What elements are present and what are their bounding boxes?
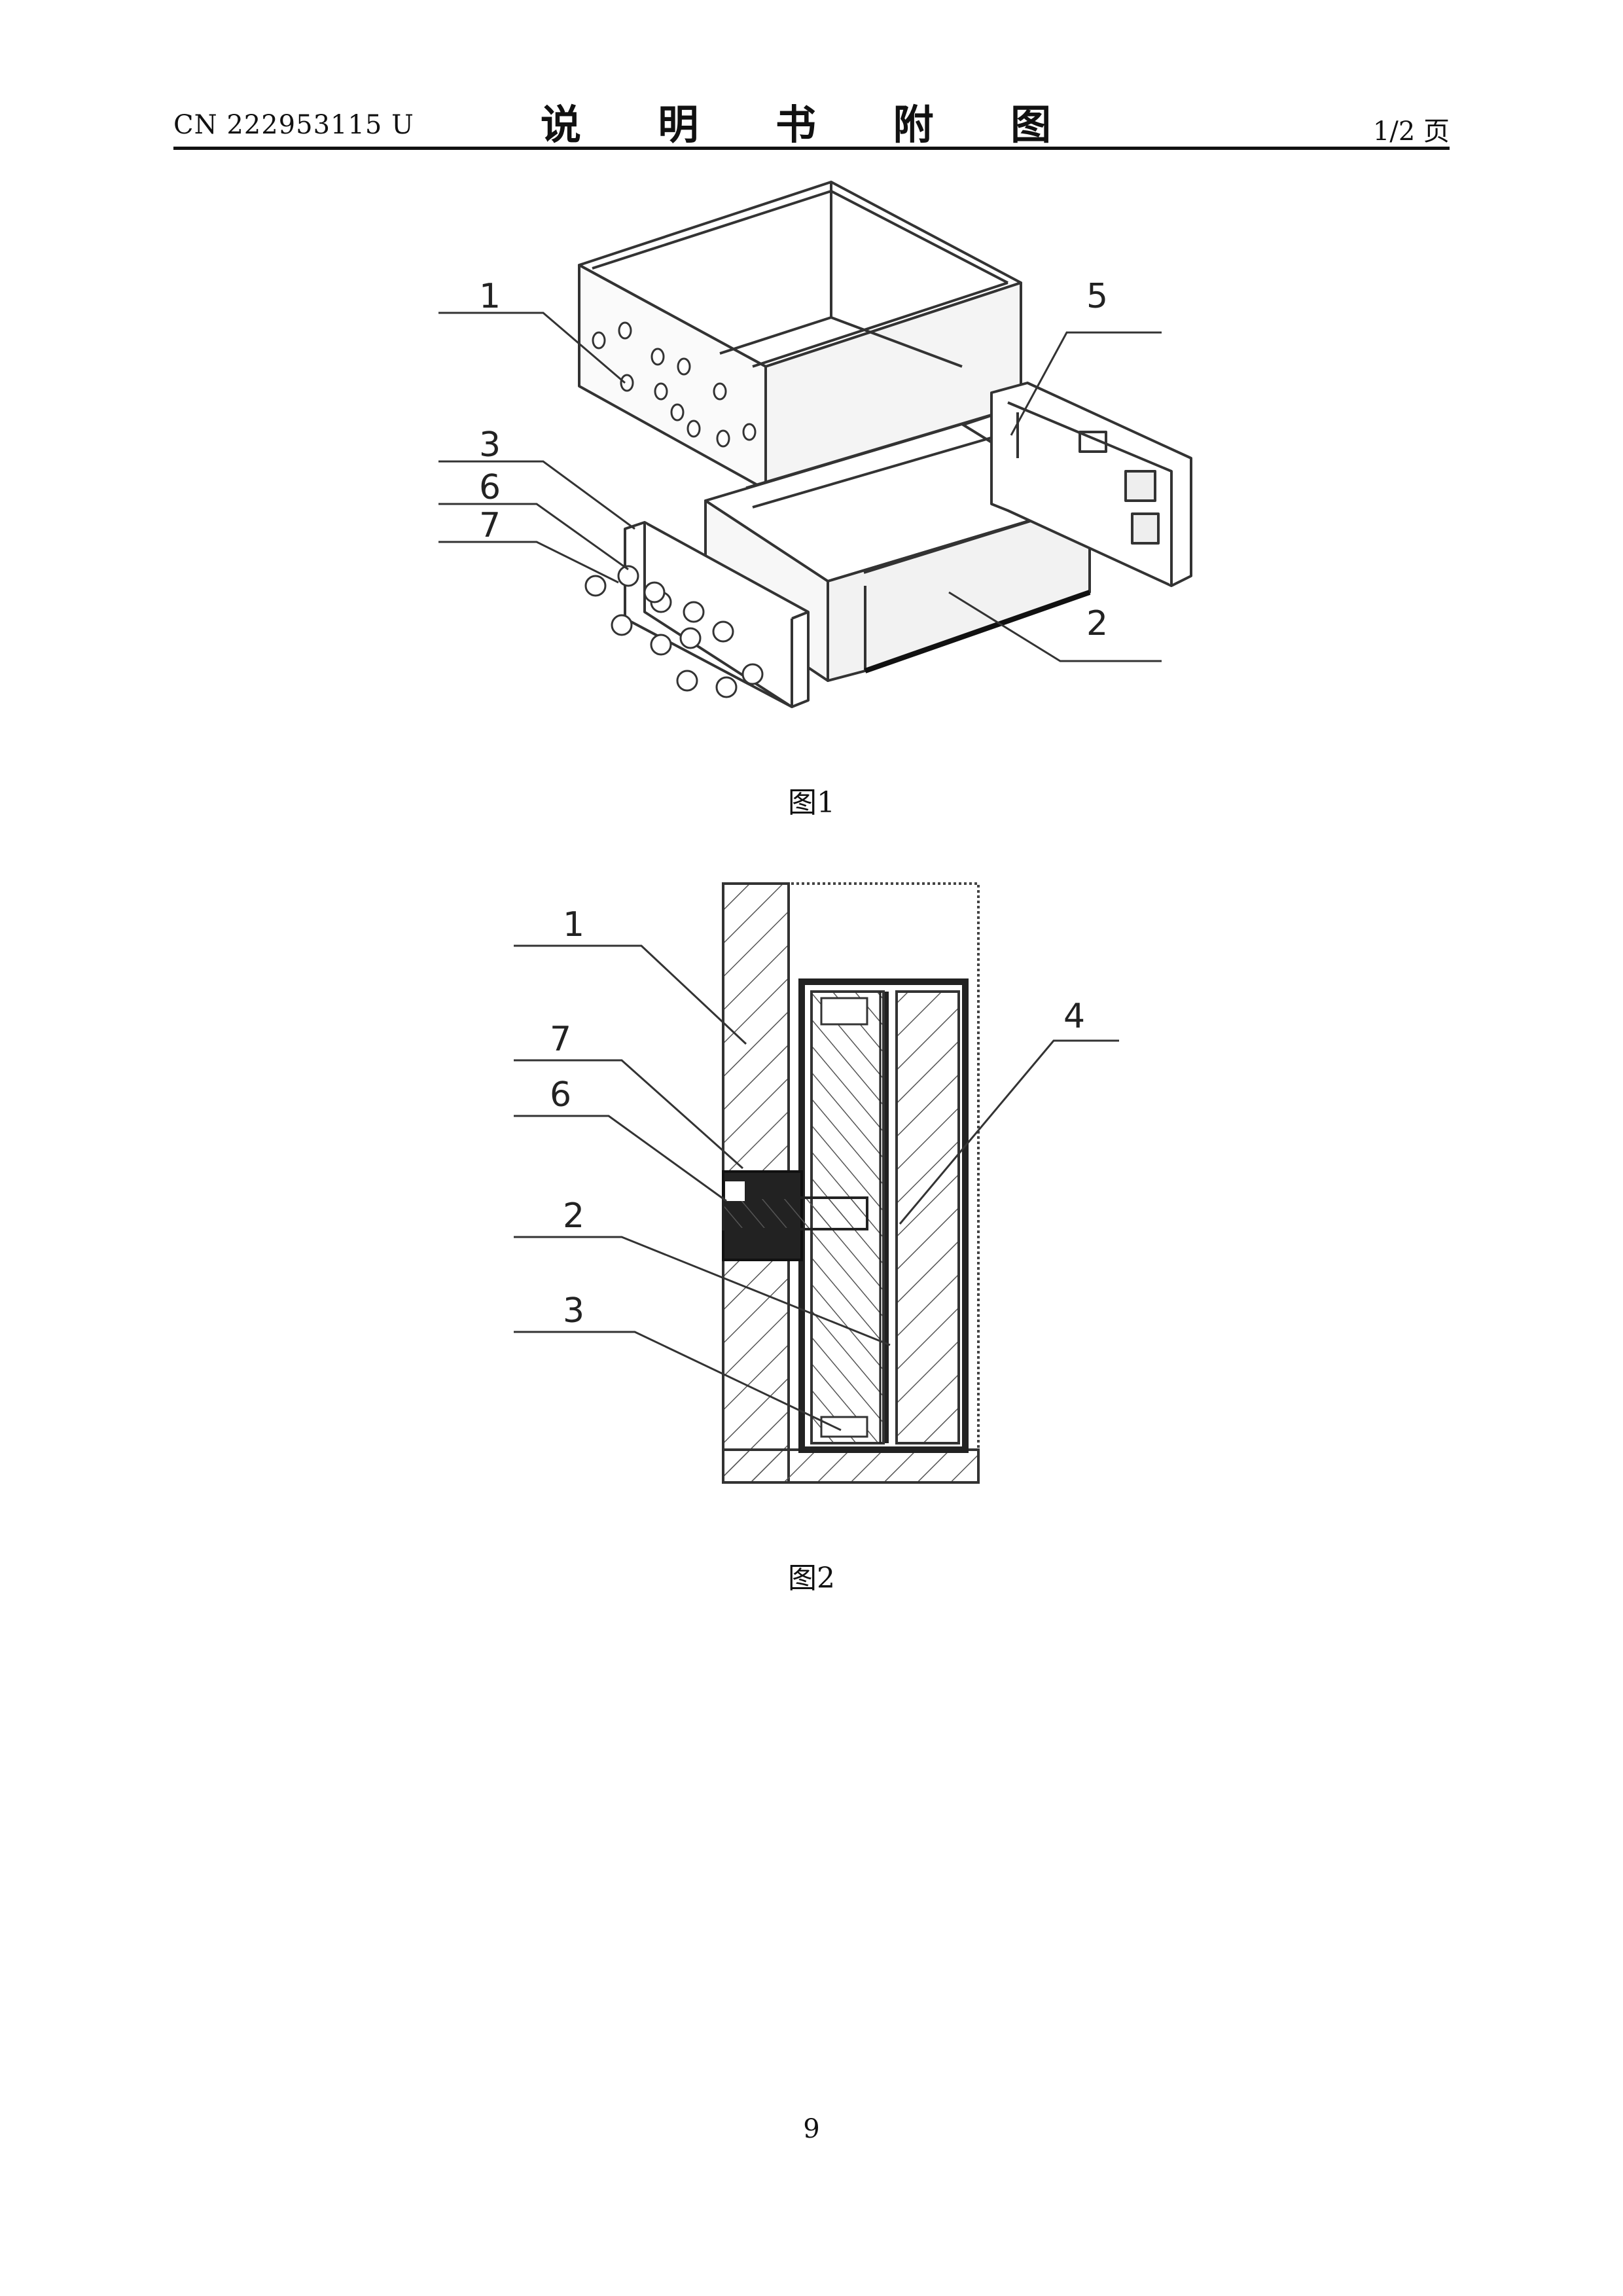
callout-3: 3	[563, 1291, 584, 1331]
callout-4: 4	[1063, 997, 1085, 1036]
figure-2-caption: 图2	[0, 1554, 1623, 1596]
page-number: 9	[0, 2114, 1623, 2144]
callout-7: 7	[550, 1020, 571, 1059]
callout-1: 1	[563, 905, 584, 944]
figure-2-drawing: 1 7 6 2 3 4	[0, 0, 1623, 1571]
callout-2: 2	[563, 1196, 584, 1236]
callout-6: 6	[550, 1075, 571, 1115]
